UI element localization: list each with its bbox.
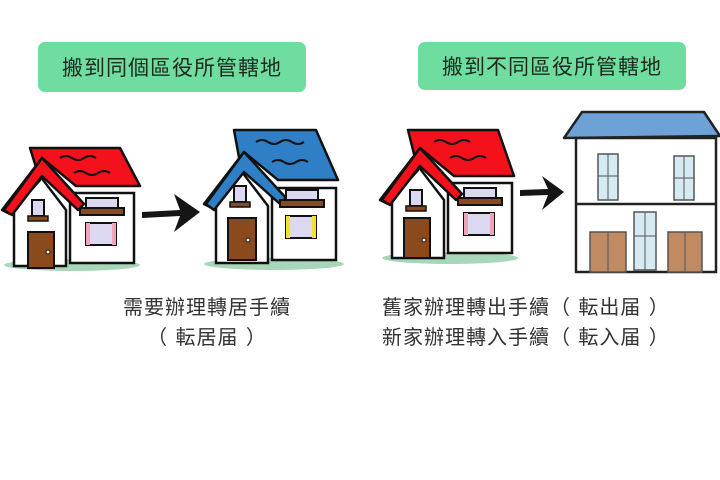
different-district-label: 搬到不同區役所管轄地: [418, 42, 686, 90]
different-district-label-text: 搬到不同區役所管轄地: [442, 55, 662, 79]
different-district-caption: 舊家辦理轉出手續（ 転出届 ） 新家辦理轉入手續（ 転入届 ）: [382, 292, 720, 352]
same-district-caption-line2: （ 転居届 ）: [147, 325, 267, 349]
same-district-caption-line1: 需要辦理轉居手續: [123, 295, 291, 319]
same-district-caption: 需要辦理轉居手續 （ 転居届 ）: [102, 292, 312, 352]
same-district-label-text: 搬到同個區役所管轄地: [62, 56, 282, 80]
arrow-right-icon: [142, 194, 200, 232]
red-roof-house-icon: [378, 128, 518, 264]
different-district-caption-line2: 新家辦理轉入手續（ 転入届 ）: [382, 325, 670, 349]
apartment-building-icon: [562, 110, 720, 274]
red-roof-house-icon: [0, 146, 142, 271]
blue-roof-house-icon: [202, 128, 344, 270]
same-district-label: 搬到同個區役所管轄地: [38, 42, 306, 92]
arrow-right-icon: [520, 176, 564, 210]
different-district-caption-line1: 舊家辦理轉出手續（ 転出届 ）: [382, 295, 670, 319]
